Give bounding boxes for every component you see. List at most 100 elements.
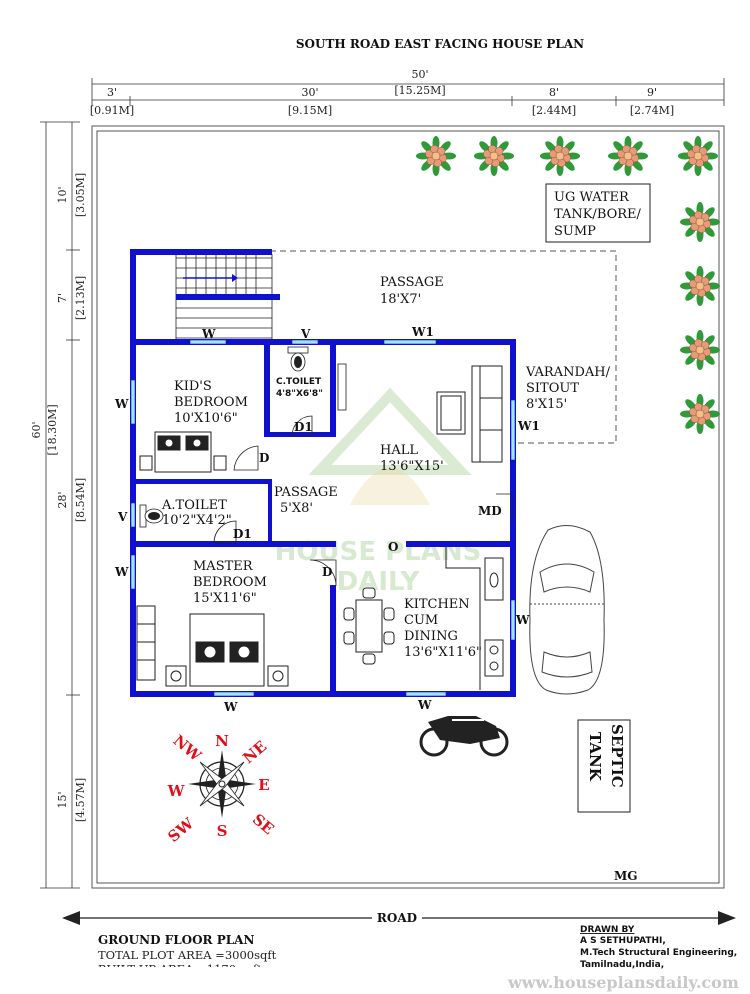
master-bed-icon: [165, 613, 289, 687]
label-hall: HALL: [380, 443, 418, 458]
dim-top-total-m: [15.25M]: [394, 84, 445, 97]
label-kids-2: BEDROOM: [174, 395, 248, 410]
dim-top-total: 50': [411, 68, 428, 81]
plant-icon: [678, 136, 718, 176]
compass-w: W: [167, 782, 186, 800]
label-ctoilet-size: 4'8"X6'8": [276, 389, 323, 399]
label-varandah-size: 8'X15': [526, 397, 567, 412]
left-dim-labels: 60' [18.30M] 10' [3.05M] 7' [2.13M] 28' …: [30, 173, 87, 822]
label-master-2: BEDROOM: [193, 575, 267, 590]
top-dimensions: [91, 78, 725, 106]
label-passage-top: PASSAGE: [380, 275, 444, 290]
tv-unit-icon: [337, 363, 347, 411]
compass: N S E W NE NW SE SW: [164, 731, 277, 846]
code-d1-ctoilet: D1: [294, 420, 313, 434]
dim-left-d-m: [4.57M]: [74, 778, 87, 822]
window-master-left: [130, 554, 136, 590]
compass-e: E: [258, 776, 269, 794]
plant-icon: [680, 330, 720, 370]
wc-ctoilet-icon: [287, 346, 309, 372]
plant-icon: [680, 266, 720, 306]
label-varandah-2: SITOUT: [526, 381, 579, 396]
dim-left-b: 7': [56, 293, 69, 303]
code-d1-atoilet: D1: [233, 527, 252, 541]
stair-landing-wall: [176, 294, 280, 300]
dim-left-c: 28': [56, 491, 69, 508]
label-kids-size: 10'X10'6": [174, 411, 238, 426]
sofa-icon: [436, 365, 503, 463]
label-kitchen-2: CUM: [404, 613, 438, 628]
ug-tank-box: [545, 183, 651, 243]
label-kitchen-1: KITCHEN: [404, 597, 470, 612]
code-w-kitchen-bottom: W: [417, 698, 432, 712]
label-hall-size: 13'6"X15': [380, 459, 444, 474]
dim-left-a-m: [3.05M]: [74, 173, 87, 217]
window-kitchen-right: [510, 599, 516, 641]
label-varandah-1: VARANDAH/: [525, 365, 611, 380]
window-kids-top: [189, 339, 227, 345]
wc-atoilet-icon: [139, 504, 164, 528]
code-md: MD: [478, 504, 502, 518]
footer-plot-area: TOTAL PLOT AREA =3000sqft: [98, 948, 277, 962]
dim-top-b-m: [9.15M]: [288, 104, 332, 117]
watermark-line2: DAILY: [337, 567, 421, 597]
label-master-size: 15'X11'6": [193, 591, 257, 606]
plot-boundary-inner: [96, 130, 720, 884]
plant-icon: [474, 136, 514, 176]
drawn-by-label: DRAWN BY: [580, 925, 635, 935]
window-hall-right: [510, 399, 516, 461]
kitchen-platform-icon: [445, 547, 504, 690]
drawn-by-name: A S SETHUPATHI,: [580, 936, 666, 946]
label-passage-mid-size: 5'X8': [280, 501, 313, 516]
code-w-kids: W: [114, 397, 129, 411]
plant-icon: [416, 136, 456, 176]
ug-tank-line2: TANK/BORE/: [554, 207, 642, 222]
code-w-master-bottom: W: [223, 700, 238, 714]
label-passage-top-size: 18'X7': [380, 292, 421, 307]
footer-overlap-mask: [90, 967, 290, 977]
motorbike-icon: [419, 716, 509, 757]
label-atoilet-size: 10'2"X4'2": [162, 513, 232, 528]
dim-left-total: 60': [30, 421, 43, 438]
compass-sw: SW: [164, 814, 198, 846]
code-mg: MG: [614, 869, 638, 883]
plan-title: SOUTH ROAD EAST FACING HOUSE PLAN: [296, 37, 584, 51]
plot-boundary-outer: [91, 125, 725, 889]
code-d-master: D: [322, 565, 332, 579]
window-atoilet-left: [130, 502, 136, 528]
drawn-by-place: Tamilnadu,India,: [580, 960, 664, 970]
code-o: O: [388, 540, 398, 554]
code-w-stair: W: [201, 327, 216, 341]
road-label: ROAD: [377, 911, 417, 925]
plant-icon: [608, 136, 648, 176]
compass-n: N: [215, 732, 229, 750]
compass-se: SE: [249, 810, 278, 838]
dim-top-b: 30': [301, 86, 318, 99]
code-w1-hall: W1: [411, 325, 434, 339]
dim-top-c: 8': [549, 86, 559, 99]
dim-top-c-m: [2.44M]: [532, 104, 576, 117]
dim-top-d-m: [2.74M]: [630, 104, 674, 117]
code-v-ctoilet: V: [300, 327, 311, 341]
road-arrow: [62, 911, 736, 925]
dim-top-a-m: [0.91M]: [90, 104, 134, 117]
label-kitchen-size: 13'6"X11'6": [404, 645, 482, 660]
windows: [130, 339, 516, 697]
dim-left-b-m: [2.13M]: [74, 276, 87, 320]
footer-title: GROUND FLOOR PLAN: [98, 933, 254, 947]
septic-tank-box: [577, 719, 631, 813]
left-dimensions: [40, 121, 80, 889]
code-w-kitchen: W: [515, 613, 530, 627]
plant-icon: [680, 202, 720, 242]
doors: [213, 415, 513, 587]
label-ctoilet: C.TOILET: [276, 377, 322, 387]
septic-line2: TANK: [586, 732, 604, 782]
dining-table-icon: [343, 587, 395, 665]
dim-left-a: 10': [56, 186, 69, 203]
dim-top-a: 3': [107, 86, 117, 99]
drawn-by-degree: M.Tech Structural Engineering,: [580, 948, 737, 958]
dim-left-c-m: [8.54M]: [74, 478, 87, 522]
code-w1-varandah: W1: [517, 419, 540, 433]
plant-icon: [680, 394, 720, 434]
